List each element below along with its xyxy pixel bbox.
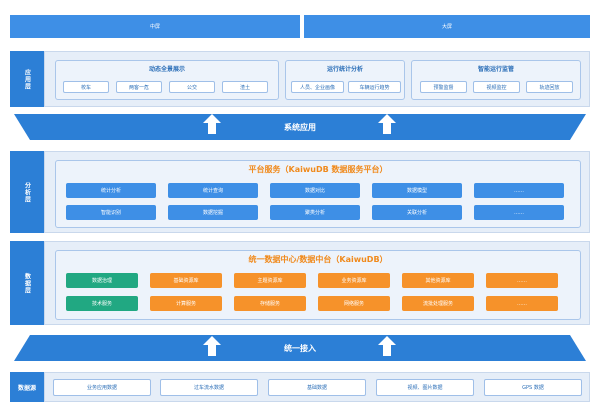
analysis-item[interactable]: 数据模型 — [372, 183, 462, 198]
unified-access-label: 统一接入 — [284, 343, 316, 353]
pill-warning[interactable]: 预警监督 — [420, 81, 467, 93]
data-layer-label: 数据层 — [10, 241, 44, 325]
app-group-statistics: 运行统计分析 人员、企业画像 车辆运行趋势 — [285, 60, 405, 100]
pill-track[interactable]: 轨迹回放 — [526, 81, 573, 93]
top-bar-label: 大屏 — [441, 24, 452, 30]
analysis-item[interactable]: 聚类分析 — [270, 205, 360, 220]
app-group-supervision: 智能运行监管 预警监督 视频监控 轨迹回放 — [411, 60, 581, 100]
data-item-more[interactable]: …… — [486, 273, 558, 288]
group-title: 动态全景展示 — [148, 66, 185, 73]
data-item[interactable]: 存储服务 — [234, 296, 306, 311]
analysis-layer-panel: 平台服务（KaiwuDB 数据服务平台） 统计分析 统计查询 数据对比 数据模型… — [44, 151, 590, 233]
group-title: 智能运行监管 — [477, 66, 514, 73]
system-app-label: 系统应用 — [284, 122, 316, 132]
analysis-item-more[interactable]: …… — [474, 183, 564, 198]
unified-access-banner — [14, 335, 586, 361]
data-group: 统一数据中心/数据中台（KaiwuDB） 数据治理 基础资源库 主题资源库 业务… — [55, 250, 581, 320]
data-item[interactable]: 主题资源库 — [234, 273, 306, 288]
source-item[interactable]: 过车流水数据 — [160, 379, 258, 396]
data-item-more[interactable]: …… — [486, 296, 558, 311]
pill-muck-truck[interactable]: 渣土 — [222, 81, 268, 93]
analysis-item[interactable]: 关联分析 — [372, 205, 462, 220]
source-layer-panel: 业务应用数据 过车流水数据 基础数据 视频、图片数据 GPS 数据 — [44, 372, 590, 402]
data-item-tech[interactable]: 技术服务 — [66, 296, 138, 311]
data-layer-panel: 统一数据中心/数据中台（KaiwuDB） 数据治理 基础资源库 主题资源库 业务… — [44, 241, 590, 325]
data-item[interactable]: 业务资源库 — [318, 273, 390, 288]
analysis-group: 平台服务（KaiwuDB 数据服务平台） 统计分析 统计查询 数据对比 数据模型… — [55, 160, 581, 228]
data-title: 统一数据中心/数据中台（KaiwuDB） — [248, 255, 388, 264]
data-item[interactable]: 基础资源库 — [150, 273, 222, 288]
up-arrow-icon — [378, 336, 396, 356]
data-item[interactable]: 计算服务 — [150, 296, 222, 311]
up-arrow-icon — [203, 114, 221, 134]
analysis-title: 平台服务（KaiwuDB 数据服务平台） — [248, 165, 388, 174]
up-arrow-icon — [203, 336, 221, 356]
group-title: 运行统计分析 — [326, 66, 363, 73]
pill-bus[interactable]: 公交 — [169, 81, 215, 93]
source-item[interactable]: 基础数据 — [268, 379, 366, 396]
analysis-layer-label: 分析层 — [10, 151, 44, 233]
analysis-item[interactable]: 统计查询 — [168, 183, 258, 198]
analysis-item[interactable]: 数据对比 — [270, 183, 360, 198]
analysis-item[interactable]: 数据挖掘 — [168, 205, 258, 220]
pill-portrait[interactable]: 人员、企业画像 — [291, 81, 344, 93]
top-bar-large-screen: 大屏 — [304, 15, 590, 38]
data-item[interactable]: 流批处理服务 — [402, 296, 474, 311]
source-item[interactable]: GPS 数据 — [484, 379, 582, 396]
source-item[interactable]: 视频、图片数据 — [376, 379, 474, 396]
pill-video[interactable]: 视频监控 — [473, 81, 520, 93]
source-layer-label: 数据源 — [10, 372, 44, 402]
analysis-item[interactable]: 统计分析 — [66, 183, 156, 198]
analysis-item[interactable]: 智能识别 — [66, 205, 156, 220]
pill-school-bus[interactable]: 校车 — [63, 81, 109, 93]
app-group-panorama: 动态全景展示 校车 两客一危 公交 渣土 — [55, 60, 279, 100]
pill-vehicle-trend[interactable]: 车辆运行趋势 — [348, 81, 401, 93]
pill-hazmat[interactable]: 两客一危 — [116, 81, 162, 93]
data-item-governance[interactable]: 数据治理 — [66, 273, 138, 288]
top-bar-middle-screen: 中屏 — [10, 15, 300, 38]
top-bar-label: 中屏 — [149, 24, 160, 30]
analysis-item-more[interactable]: …… — [474, 205, 564, 220]
data-item[interactable]: 其他资源库 — [402, 273, 474, 288]
up-arrow-icon — [378, 114, 396, 134]
source-item[interactable]: 业务应用数据 — [53, 379, 151, 396]
system-app-banner — [14, 114, 586, 140]
app-layer-label: 应用层 — [10, 51, 44, 107]
data-item[interactable]: 网络服务 — [318, 296, 390, 311]
app-layer-panel: 动态全景展示 校车 两客一危 公交 渣土 运行统计分析 人员、企业画像 车辆运行… — [44, 51, 590, 107]
